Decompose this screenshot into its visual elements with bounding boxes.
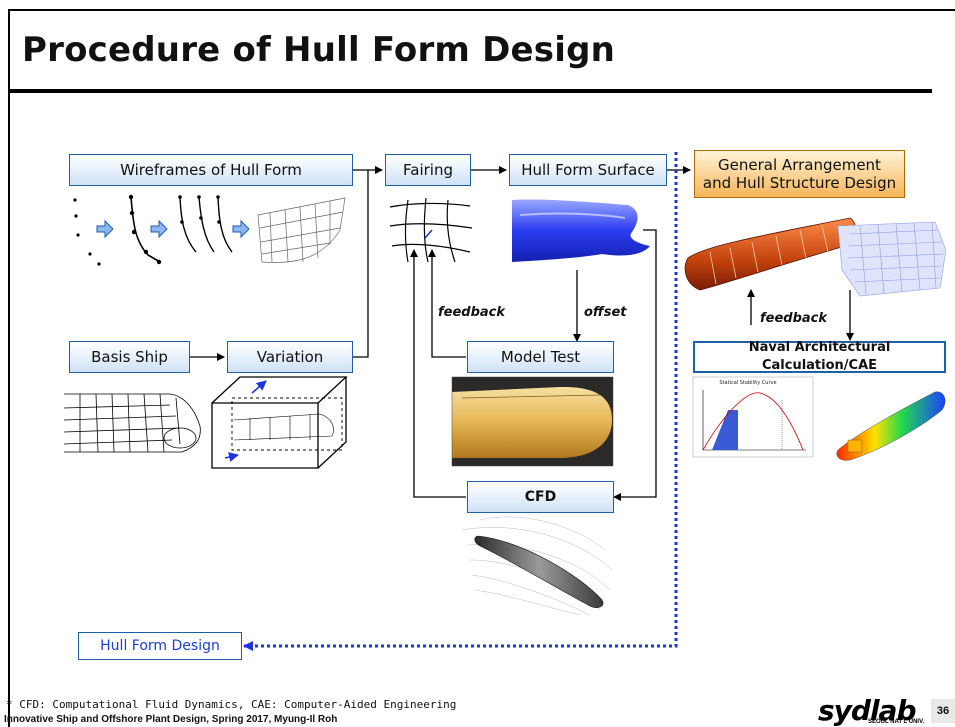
general-arrangement-box[interactable]: General Arrangement and Hull Structure D… xyxy=(694,150,905,198)
hull-form-design-box[interactable]: Hull Form Design xyxy=(78,632,242,660)
variation-box[interactable]: Variation xyxy=(227,341,353,373)
flow-arrows xyxy=(190,166,854,501)
general-arrangement-line1: General Arrangement xyxy=(718,156,881,174)
feedback-label-left: feedback xyxy=(438,305,506,320)
feedback-label-right: feedback xyxy=(760,311,828,326)
top-rule xyxy=(8,9,955,11)
offset-label: offset xyxy=(584,305,627,320)
slide-title: Procedure of Hull Form Design xyxy=(22,30,616,70)
hull-structure-render xyxy=(684,217,856,291)
stability-figure-title: Statical Stability Curve xyxy=(719,380,776,386)
page-number: 36 xyxy=(931,699,955,723)
model-test-photo xyxy=(451,376,614,467)
hull-form-surface-box[interactable]: Hull Form Surface xyxy=(509,154,667,186)
title-underline xyxy=(10,89,932,93)
course-credit: Innovative Ship and Offshore Plant Desig… xyxy=(4,714,338,725)
sydlab-logo: sydlab xyxy=(818,694,916,727)
naval-calculation-box[interactable]: Naval Architectural Calculation/CAE xyxy=(693,340,946,373)
logo-subtitle: SEOUL NAT'L UNIV. xyxy=(868,719,925,725)
basis-ship-lines-illustration xyxy=(63,393,201,453)
wireframe-sequence-illustration xyxy=(73,194,346,266)
general-arrangement-line2: and Hull Structure Design xyxy=(702,174,897,192)
hull-surface-render xyxy=(512,199,650,262)
fairing-curves-illustration xyxy=(389,197,473,263)
stability-curve-thumbnail: Statical Stability Curve xyxy=(692,376,814,458)
dotted-return-path xyxy=(243,152,678,651)
hull-mesh-render xyxy=(837,221,947,297)
cfd-streamline-render xyxy=(461,516,613,616)
variation-box-illustration xyxy=(211,376,348,469)
left-rule xyxy=(8,10,10,727)
wireframes-box[interactable]: Wireframes of Hull Form xyxy=(69,154,353,186)
basis-ship-box[interactable]: Basis Ship xyxy=(69,341,190,373)
cfd-box[interactable]: CFD xyxy=(467,481,614,513)
footnote: * CFD: Computational Fluid Dynamics, CAE… xyxy=(6,698,457,711)
model-test-box[interactable]: Model Test xyxy=(467,341,614,373)
fairing-box[interactable]: Fairing xyxy=(385,154,471,186)
cae-analysis-render xyxy=(836,391,946,461)
